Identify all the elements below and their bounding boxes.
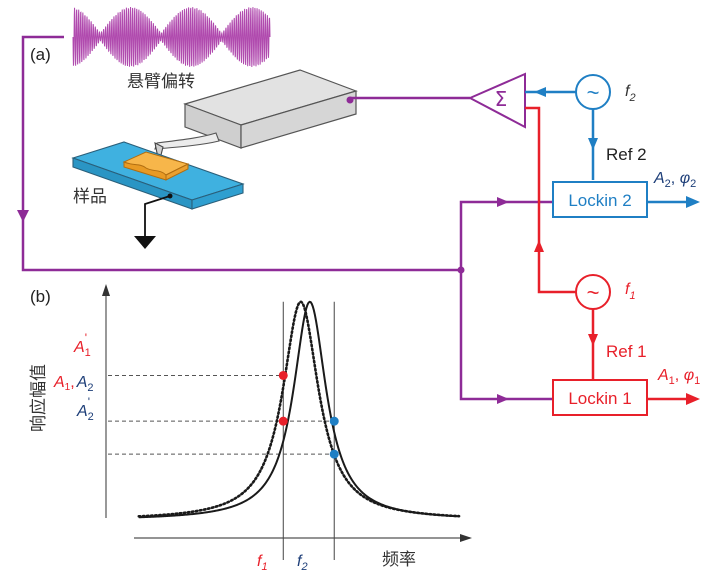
- sample-label: 样品: [73, 187, 107, 207]
- lockin-1-label: Lockin 1: [568, 389, 631, 408]
- sum-symbol: Σ: [495, 87, 508, 111]
- f2-tick-label: f2: [297, 553, 308, 573]
- signal-wire-to-lockin2: [459, 200, 553, 270]
- f2-arrow-left-icon: [534, 87, 546, 97]
- f1-wire-to-sum: [525, 106, 576, 294]
- panel-b-label: (b): [30, 287, 51, 306]
- ref2-label: Ref 2: [606, 145, 647, 164]
- data-point-2: [329, 416, 339, 426]
- waveform-trace: [72, 7, 271, 67]
- x-axis-label: 频率: [382, 550, 416, 570]
- lockin-1-output-label: A1, φ1: [657, 367, 700, 387]
- resonance-chart: [108, 300, 461, 560]
- y-axis-arrow-icon: [102, 284, 110, 296]
- lockin-1-output-arrow-icon: [686, 393, 700, 405]
- y-axis-label: 响应幅值: [29, 364, 49, 432]
- signal-arrow-lockin2-icon: [497, 197, 509, 207]
- ref1-label: Ref 1: [606, 342, 647, 361]
- oscillator-f1-symbol: ~: [587, 280, 600, 305]
- level-label-a1-prime: A1': [73, 331, 91, 359]
- curve-solid-resonance: [138, 300, 460, 519]
- level-label-a2-prime: A2': [76, 395, 94, 423]
- signal-arrow-lockin1-icon: [497, 394, 509, 404]
- cantilever-deflection-label: 悬臂偏转: [127, 72, 195, 92]
- cantilever-holder: [183, 69, 358, 149]
- signal-arrow-down-icon: [17, 210, 29, 222]
- ground-icon: [134, 236, 156, 249]
- f1-tick-label: f1: [257, 553, 268, 573]
- oscillator-f2-label: f2: [625, 83, 636, 104]
- lockin-2: Lockin 2 A2, φ2: [552, 170, 700, 218]
- lockin-1: Lockin 1 A1, φ1: [552, 367, 700, 416]
- lockin-2-output-arrow-icon: [686, 196, 700, 208]
- sample-specimen: [122, 151, 190, 181]
- oscillator-f2: ~ f2 Ref 2: [525, 74, 647, 180]
- ref1-arrow-down-icon: [588, 334, 598, 346]
- panel-a-label: (a): [30, 45, 51, 64]
- signal-wire-left: [21, 35, 461, 272]
- summing-amplifier: Σ: [467, 72, 526, 129]
- cantilever-arm: [154, 132, 220, 150]
- lockin-2-label: Lockin 2: [568, 191, 631, 210]
- curve-dotted-shifted-resonance: [137, 300, 461, 518]
- f1-arrow-up-icon: [534, 240, 544, 252]
- cantilever-deflection-waveform: [72, 7, 271, 67]
- panel-a: (a) 悬臂偏转: [17, 7, 700, 416]
- level-label-a1-a2: A1,A2: [53, 374, 93, 394]
- x-axis-arrow-icon: [460, 534, 472, 542]
- oscillator-f2-symbol: ~: [587, 80, 600, 105]
- lockin-2-output-label: A2, φ2: [653, 170, 696, 190]
- oscillator-f1: ~ f1 Ref 1: [575, 274, 647, 380]
- data-point-1: [278, 416, 288, 426]
- data-point-0: [278, 370, 288, 380]
- signal-wire-to-lockin1: [459, 270, 553, 401]
- data-point-3: [329, 449, 339, 459]
- panel-b: (b) 响应幅值 频率 A1' A1,A2 A2' f1 f2: [29, 284, 472, 573]
- ground-wire: [144, 195, 171, 237]
- ref2-arrow-down-icon: [588, 138, 598, 150]
- ground-contact-dot: [167, 193, 173, 199]
- oscillator-f1-label: f1: [625, 281, 636, 302]
